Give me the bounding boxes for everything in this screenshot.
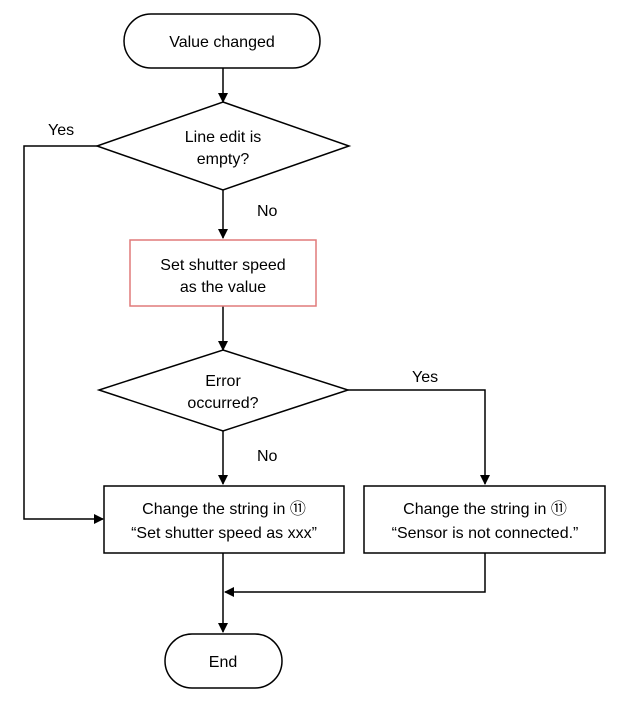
decision-empty-line-1: Line edit is bbox=[185, 129, 262, 146]
decision-error-line-1: Error bbox=[205, 373, 241, 390]
decision-error-line-2: occurred? bbox=[187, 395, 258, 412]
edge-label-error-yes: Yes bbox=[412, 369, 438, 386]
decision-empty-line-2: empty? bbox=[197, 151, 250, 168]
decision-error: Error occurred? bbox=[96, 349, 351, 432]
edge-label-empty-yes: Yes bbox=[48, 122, 74, 139]
change-ok-line-2: “Set shutter speed as xxx” bbox=[131, 525, 317, 542]
edge-label-error-no: No bbox=[257, 448, 278, 465]
process-change-ok: Change the string in ⑪ “Set shutter spee… bbox=[103, 485, 345, 554]
change-err-line-2: “Sensor is not connected.” bbox=[392, 525, 579, 542]
edge-error-yes bbox=[348, 389, 490, 485]
process-change-err: Change the string in ⑪ “Sensor is not co… bbox=[363, 485, 606, 554]
decision-empty: Line edit is empty? bbox=[94, 101, 352, 191]
edge-empty-yes bbox=[23, 145, 104, 524]
set-speed-line-1: Set shutter speed bbox=[160, 257, 285, 274]
end-label: End bbox=[209, 654, 237, 671]
connectors bbox=[23, 68, 490, 633]
start-terminator: Value changed bbox=[123, 13, 321, 69]
edge-label-empty-no: No bbox=[257, 203, 278, 220]
change-ok-line-1: Change the string in ⑪ bbox=[142, 500, 306, 518]
process-set-speed: Set shutter speed as the value bbox=[129, 239, 317, 307]
edge-err-to-merge bbox=[224, 553, 486, 597]
end-terminator: End bbox=[164, 633, 283, 689]
start-label: Value changed bbox=[169, 34, 275, 51]
set-speed-line-2: as the value bbox=[180, 279, 266, 296]
change-err-line-1: Change the string in ⑪ bbox=[403, 500, 567, 518]
